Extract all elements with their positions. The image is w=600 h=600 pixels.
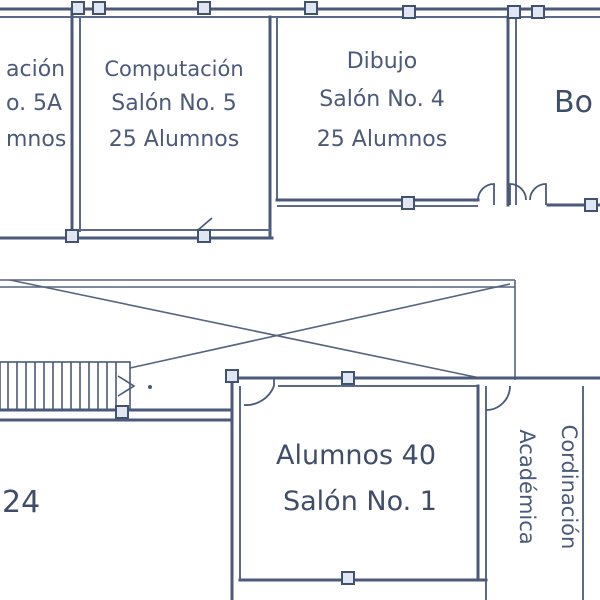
room-coordinacion-line1: Cordinación xyxy=(557,425,581,550)
bottom-doors xyxy=(243,378,511,411)
staircase xyxy=(0,361,152,411)
room-partial-bottom-left: 24 xyxy=(2,485,40,520)
room-coordinacion-line2: Académica xyxy=(515,429,539,544)
bottom-walls xyxy=(0,374,600,600)
room-salon1-capacity: Alumnos 40 xyxy=(276,440,436,471)
room-dibujo-name: Dibujo xyxy=(347,49,418,74)
room-labels: ación o. 5A mnos Computación Salón No. 5… xyxy=(2,49,593,549)
room-partial-left-line1: ación xyxy=(6,57,65,82)
room-computacion-name: Computación xyxy=(104,57,243,81)
room-computacion-number: Salón No. 5 xyxy=(111,91,236,116)
room-computacion-capacity: 25 Alumnos xyxy=(109,127,239,152)
corridor xyxy=(0,279,516,380)
room-partial-right: Bo xyxy=(554,85,593,120)
room-partial-left-line3: mnos xyxy=(6,127,66,152)
room-salon1-number: Salón No. 1 xyxy=(283,486,437,517)
room-dibujo-number: Salón No. 4 xyxy=(319,87,444,112)
columns xyxy=(65,1,598,585)
top-doors xyxy=(197,183,547,231)
room-partial-left-line2: o. 5A xyxy=(6,91,62,116)
room-dibujo-capacity: 25 Alumnos xyxy=(317,127,447,152)
top-walls xyxy=(0,7,600,240)
